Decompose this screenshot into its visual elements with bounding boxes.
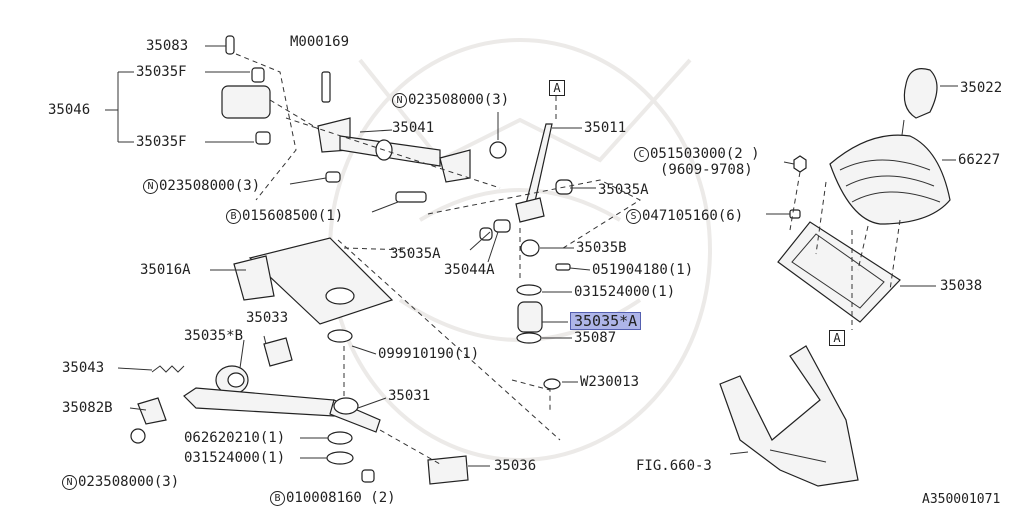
part-label-35035b-star: 35035*B (184, 328, 244, 344)
fig-660-3-bracket (719, 345, 859, 487)
n-circle-icon: N (62, 475, 77, 490)
shift-rod-35041 (285, 71, 561, 441)
b-circle-icon: B (270, 491, 285, 506)
part-label-35035a-left: 35035A (390, 246, 441, 262)
part-label-35016a: 35016A (140, 262, 191, 278)
part-label-35022: 35022 (960, 80, 1003, 96)
part-label-35043: 35043 (62, 360, 105, 376)
part-label-text: 023508000(3) (408, 92, 510, 108)
part-label-35035b: 35035B (576, 240, 627, 256)
selector-35031-group (117, 329, 578, 485)
part-label-35038: 35038 (940, 278, 983, 294)
diagram-code-label: A350001071 (922, 492, 1001, 507)
part-label-35082b: 35082B (62, 400, 113, 416)
housing-35016a (210, 237, 411, 325)
part-label-text: 010008160 (2) (286, 490, 396, 506)
part-label-text: 051503000(2 ) (650, 146, 760, 162)
callout-tag-a-bottom: A (829, 330, 845, 346)
part-label-35033: 35033 (246, 310, 289, 326)
part-label-date-range: (9609-9708) (660, 162, 753, 178)
part-label-66227: 66227 (958, 152, 1001, 168)
part-label-35087: 35087 (574, 330, 617, 346)
figure-reference-label[interactable]: FIG.660-3 (636, 458, 712, 474)
part-label-35031: 35031 (388, 388, 431, 404)
s-circle-icon: S (626, 209, 641, 224)
part-label-35011: 35011 (584, 120, 627, 136)
part-label-text: 023508000(3) (159, 178, 261, 194)
part-label-051904180: 051904180(1) (592, 262, 694, 278)
bracket-35046-group (105, 35, 341, 201)
part-label-031524000-mid: 031524000(1) (574, 284, 676, 300)
b-circle-icon: B (226, 209, 241, 224)
part-label-35035f-top: 35035F (136, 64, 187, 80)
part-label-35083: 35083 (146, 38, 189, 54)
part-label-062620210: 062620210(1) (184, 430, 286, 446)
part-label-text: 047105160(6) (642, 208, 744, 224)
part-label-35041: 35041 (392, 120, 435, 136)
c-circle-icon: C (634, 147, 649, 162)
part-label-35035f-bottom: 35035F (136, 134, 187, 150)
part-label-35044a: 35044A (444, 262, 495, 278)
part-label-35046: 35046 (48, 102, 91, 118)
highlighted-part-label[interactable]: 35035*A (570, 312, 642, 330)
part-label-text: 023508000(3) (78, 474, 180, 490)
part-label-099910190: 099910190(1) (378, 346, 480, 362)
part-label-text: 015608500(1) (242, 208, 344, 224)
shift-lever-35011 (427, 96, 642, 344)
part-label-35036: 35036 (494, 458, 537, 474)
boot-knob-group (766, 68, 958, 330)
part-label-031524000-bottom: 031524000(1) (184, 450, 286, 466)
part-label-35035a-right: 35035A (598, 182, 649, 198)
n-circle-icon: N (143, 179, 158, 194)
part-label-m000169: M000169 (290, 34, 350, 50)
callout-tag-a-top: A (549, 80, 565, 96)
n-circle-icon: N (392, 93, 407, 108)
part-label-w230013: W230013 (580, 374, 640, 390)
